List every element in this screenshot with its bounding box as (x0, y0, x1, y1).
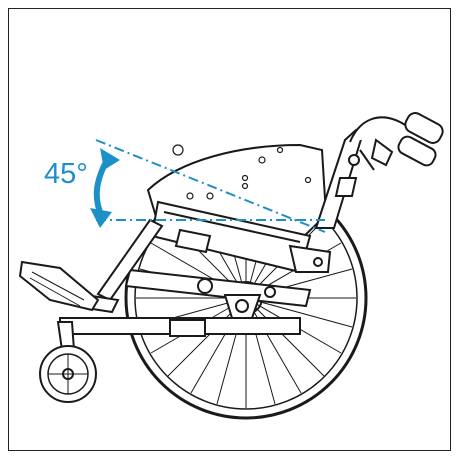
footplate (18, 260, 100, 312)
backrest (314, 128, 364, 229)
diagram-frame (8, 8, 451, 451)
tilt-indicator (95, 139, 326, 233)
tilt-angle-label: 45° (44, 158, 88, 190)
push-handle (349, 112, 444, 171)
tilt-arrow-icon (90, 148, 120, 228)
main-frame (59, 268, 312, 337)
front-caster (39, 321, 97, 403)
